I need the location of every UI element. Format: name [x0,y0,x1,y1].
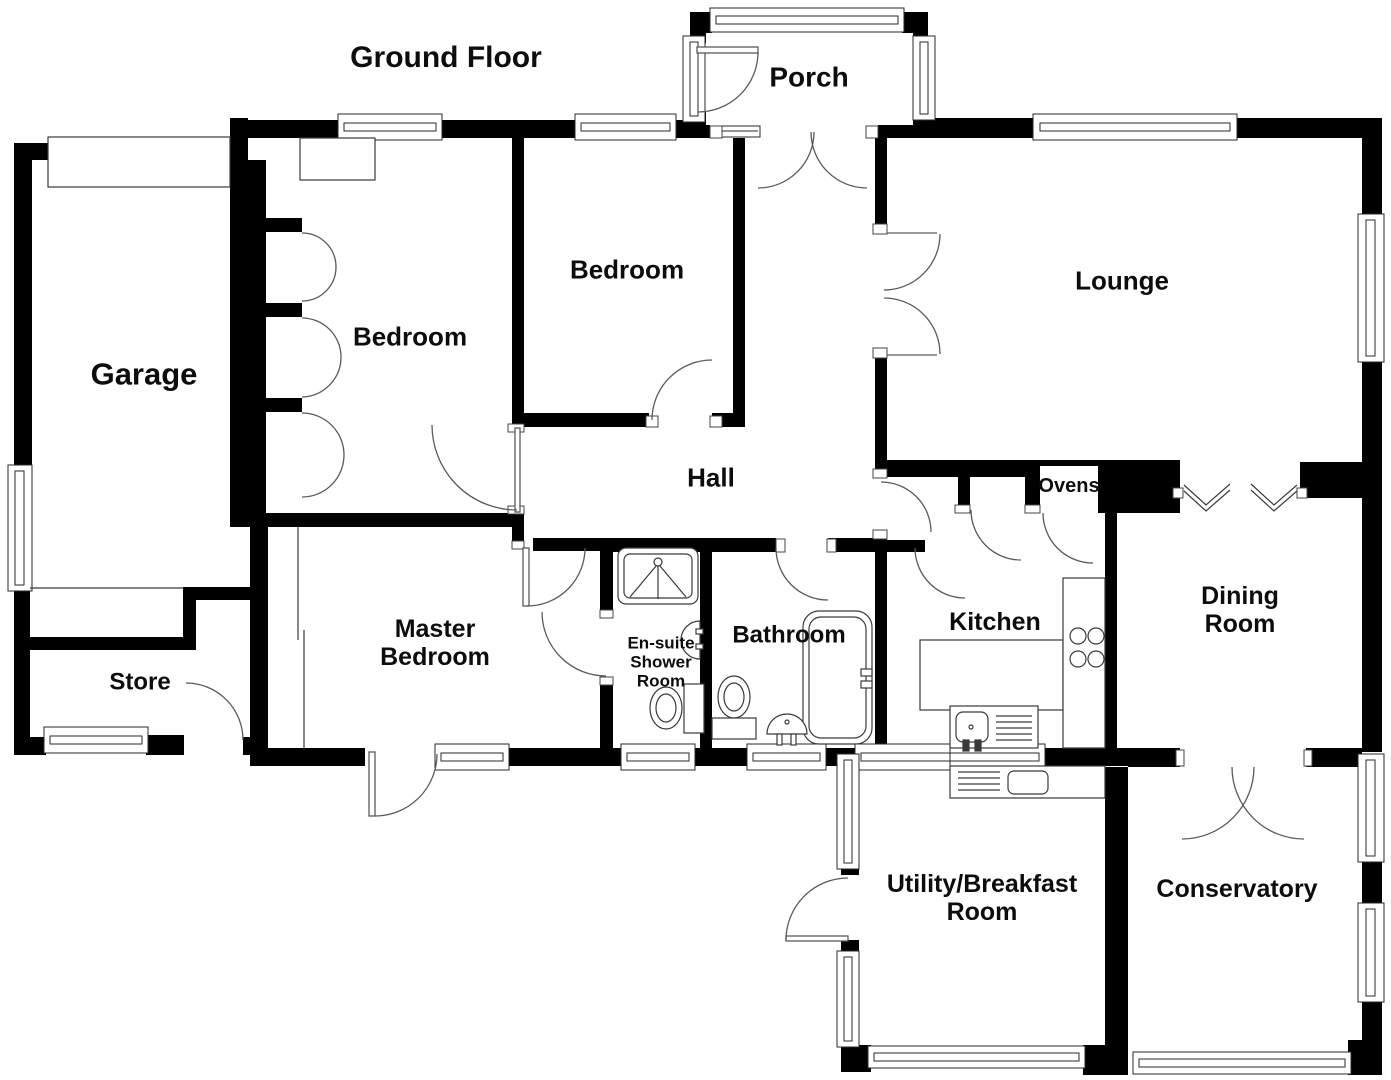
bath [802,610,873,745]
room-label-master-bedroom: Master Bedroom [380,615,490,671]
label-ovens: Ovens [1038,474,1100,497]
window-utility-bottom [867,1045,1086,1069]
utility-sink-unit [949,765,1106,799]
room-label-bedroom-left: Bedroom [352,321,468,352]
room-label-bedroom-top: Bedroom [569,254,685,285]
wardrobe-bifold-doors [301,232,345,498]
room-label-utility: Utility/Breakfast Room [886,870,1078,926]
ensuite-door [541,611,607,677]
porch-hall-double-door [757,131,868,189]
window-porch-left [682,35,706,123]
garage-door [47,136,231,188]
hall-lobby-door [880,481,932,533]
window-master-rear [434,743,510,771]
room-label-hall: Hall [687,462,735,493]
room-label-store: Store [109,668,171,696]
window-bathroom-rear [746,743,827,771]
room-label-ensuite: En-suite Shower Room [627,633,695,691]
room-label-lounge: Lounge [1075,265,1169,296]
room-label-dining-room: Dining Room [1201,582,1279,638]
hob [1069,627,1105,668]
kitchen-cupboard-door [970,509,1022,561]
window-porch-sidelight [719,125,761,138]
lounge-double-door [883,232,941,356]
window-lounge-front [1032,113,1238,141]
room-label-conservatory: Conservatory [1156,875,1318,903]
kitchen-sink [949,705,1039,752]
kitchen-door [914,547,966,599]
utility-door [785,877,849,942]
shower-tray [617,547,699,605]
sliding-wardrobe-doors [297,527,305,748]
wall-openings [184,125,1306,940]
bathroom-door [775,547,829,601]
bedroom-top-door [651,359,713,421]
window-porch-top [709,7,905,33]
kitchen-counter [919,577,1106,749]
window-conservatory-bottom [1132,1051,1352,1075]
master-external-door [368,751,438,817]
window-ensuite-rear [620,743,696,771]
window-store-rear [43,726,149,754]
lounge-dining-folding-doors [1183,483,1298,512]
store-door [185,682,244,741]
window-bedroom-top [574,113,677,141]
window-lounge-right [1357,213,1385,363]
dining-conservatory-doors [1181,766,1305,840]
bathroom-toilet [711,675,757,740]
window-garage-left [7,464,33,592]
window-bedroom-left [337,113,443,141]
ovens-housing-door [1042,512,1094,564]
window-utility-left-upper [836,753,860,870]
doors [185,46,1305,942]
bedroom-left-door [431,424,521,513]
window-conservatory-right-upper [1357,753,1385,863]
window-utility-left-lower [836,950,860,1048]
fixtures [30,136,1106,799]
floor-title: Ground Floor [350,41,542,75]
door-jambs [507,125,1313,767]
window-conservatory-right-lower [1357,902,1385,1003]
chimney-breast [299,137,376,181]
porch-front-door [696,46,759,113]
room-label-kitchen: Kitchen [949,608,1041,636]
window-porch-right [912,35,936,121]
room-label-garage: Garage [90,356,198,392]
ensuite-basin [680,620,704,660]
ensuite-toilet [649,683,705,734]
room-label-porch: Porch [769,61,849,93]
room-label-bathroom: Bathroom [732,621,846,649]
master-bedroom-door [522,547,586,607]
bathroom-basin [766,713,808,746]
